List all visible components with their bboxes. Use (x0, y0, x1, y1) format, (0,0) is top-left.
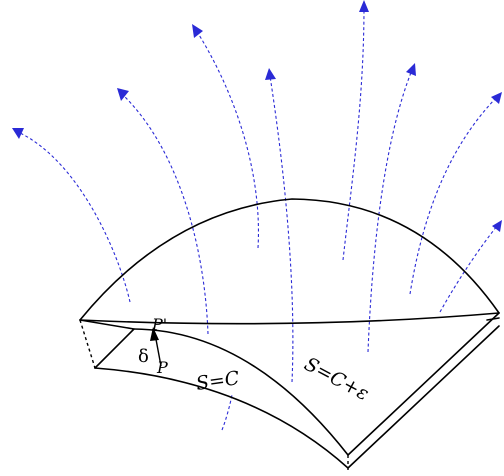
delta-vector (150, 327, 162, 367)
right-face-inner-edge (486, 317, 500, 321)
flow-line-2 (117, 88, 209, 335)
label-delta: δ (138, 346, 149, 367)
upper-surface-front-edge (79, 312, 500, 325)
upper-surface-back-edge (79, 198, 500, 321)
arrowhead-icon (491, 92, 502, 104)
label-p-prime: P' (151, 315, 167, 334)
flow-line-5 (342, 0, 369, 261)
lower-surface-front-edge (94, 325, 500, 469)
flow-line-7 (409, 92, 502, 295)
flow-line-4 (265, 68, 294, 383)
right-face-upper-edge (347, 312, 500, 456)
arrowhead-icon (150, 327, 159, 341)
curved-slab (79, 198, 500, 470)
label-p: P (156, 358, 168, 377)
label-offset-surface: S=C+ε (301, 353, 373, 405)
arrowhead-icon (265, 68, 276, 80)
flow-line-9 (221, 394, 233, 431)
flow-line-6 (367, 63, 416, 353)
arrowhead-icon (192, 24, 203, 38)
arrowhead-icon (492, 220, 502, 232)
arrowhead-icon (12, 128, 24, 139)
arrowhead-icon (406, 63, 416, 76)
arrowhead-icon (117, 88, 129, 101)
flow-line-1 (12, 128, 131, 303)
left-face-hidden-edge (79, 319, 96, 369)
flow-lines (12, 0, 502, 431)
flow-line-3 (192, 24, 259, 249)
label-level-surface: S=C (195, 367, 242, 395)
flow-line-8 (439, 220, 502, 313)
arrowhead-icon (359, 0, 369, 12)
level-surface-edge (133, 328, 349, 456)
